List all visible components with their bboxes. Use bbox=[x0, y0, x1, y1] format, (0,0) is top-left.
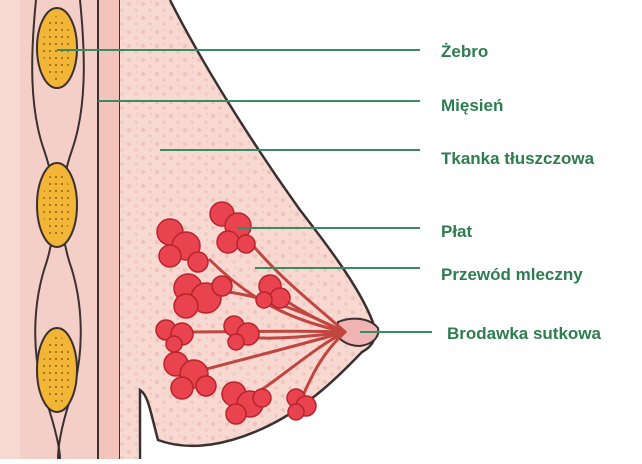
label-nipple: Brodawka sutkowa bbox=[447, 324, 601, 344]
rib-2 bbox=[37, 163, 77, 247]
rib-3 bbox=[37, 328, 77, 412]
label-muscle: Mięsień bbox=[441, 96, 503, 116]
label-rib: Żebro bbox=[441, 42, 488, 62]
label-fat: Tkanka tłuszczowa bbox=[441, 149, 594, 169]
rib-1 bbox=[37, 8, 77, 88]
muscle-layer bbox=[98, 0, 120, 459]
label-lobe: Płat bbox=[441, 222, 472, 242]
chest-wall-edge bbox=[0, 0, 20, 459]
label-duct: Przewód mleczny bbox=[441, 265, 583, 285]
